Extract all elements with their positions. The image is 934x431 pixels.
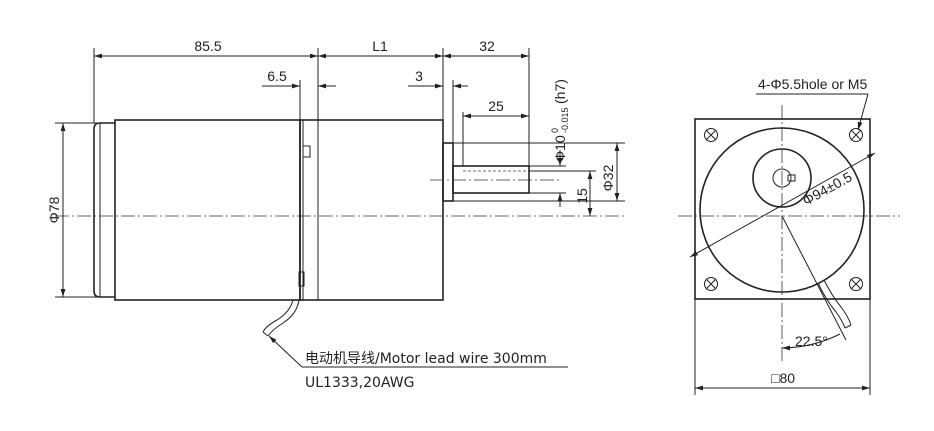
wire-spec-note: UL1333,20AWG bbox=[305, 375, 414, 391]
dim-phi10-tol-lower: -0.015 bbox=[560, 107, 570, 133]
flange-body bbox=[299, 119, 444, 301]
dim-phi10-fit: (h7) bbox=[552, 79, 568, 104]
output-shaft bbox=[452, 165, 530, 194]
dim-3: 3 bbox=[415, 68, 423, 84]
mount-hole-leader bbox=[857, 93, 869, 131]
dim-l1: L1 bbox=[372, 38, 388, 54]
front-lead-wire-2 bbox=[823, 279, 852, 326]
lead-wire-end bbox=[262, 331, 269, 337]
dim-line-phi94 bbox=[689, 152, 876, 258]
angle-arc bbox=[781, 333, 841, 351]
front-view: Φ94±0.5 4-Φ5.5hole or M5 22.5° □80 bbox=[678, 76, 900, 395]
lead-wire-leader bbox=[268, 335, 303, 368]
rear-cap bbox=[93, 122, 115, 298]
front-lead-wire-end bbox=[844, 324, 852, 329]
dim-phi78: Φ78 bbox=[46, 196, 62, 223]
mount-hole-tr bbox=[849, 128, 863, 142]
pilot-boss bbox=[442, 142, 454, 202]
dim-6-5: 6.5 bbox=[267, 68, 287, 84]
dim-32: 32 bbox=[479, 38, 495, 54]
side-view: 电动机导线/Motor lead wire 300mm UL1333,20AWG… bbox=[46, 38, 625, 391]
mount-hole-tl bbox=[704, 128, 718, 142]
motor-body bbox=[114, 119, 301, 301]
dim-phi32: Φ32 bbox=[600, 164, 616, 191]
dim-phi10: Φ10 bbox=[552, 135, 568, 162]
mount-hole-br bbox=[849, 277, 863, 291]
flange-notch bbox=[302, 145, 311, 158]
flange-square bbox=[694, 118, 871, 300]
lead-wire-2 bbox=[267, 299, 300, 337]
front-lead-wire-1 bbox=[817, 282, 846, 329]
dim-85-5: 85.5 bbox=[194, 38, 221, 54]
dim-25: 25 bbox=[488, 98, 504, 114]
wire-grommet bbox=[298, 271, 305, 287]
mount-hole-note: 4-Φ5.5hole or M5 bbox=[758, 76, 867, 92]
dim-15: 15 bbox=[574, 188, 590, 204]
dim-square: □80 bbox=[771, 370, 795, 386]
dim-angle: 22.5° bbox=[795, 333, 828, 349]
mount-hole-bl bbox=[704, 277, 718, 291]
dim-phi10-tol-upper: 0 bbox=[550, 128, 560, 133]
lead-wire-1 bbox=[262, 299, 294, 333]
angle-ray bbox=[781, 215, 847, 341]
dim-phi10-group: Φ10 0 -0.015 (h7) bbox=[550, 79, 570, 162]
dim-phi94: Φ94±0.5 bbox=[800, 168, 855, 208]
lead-wire-note: 电动机导线/Motor lead wire 300mm bbox=[305, 351, 547, 367]
